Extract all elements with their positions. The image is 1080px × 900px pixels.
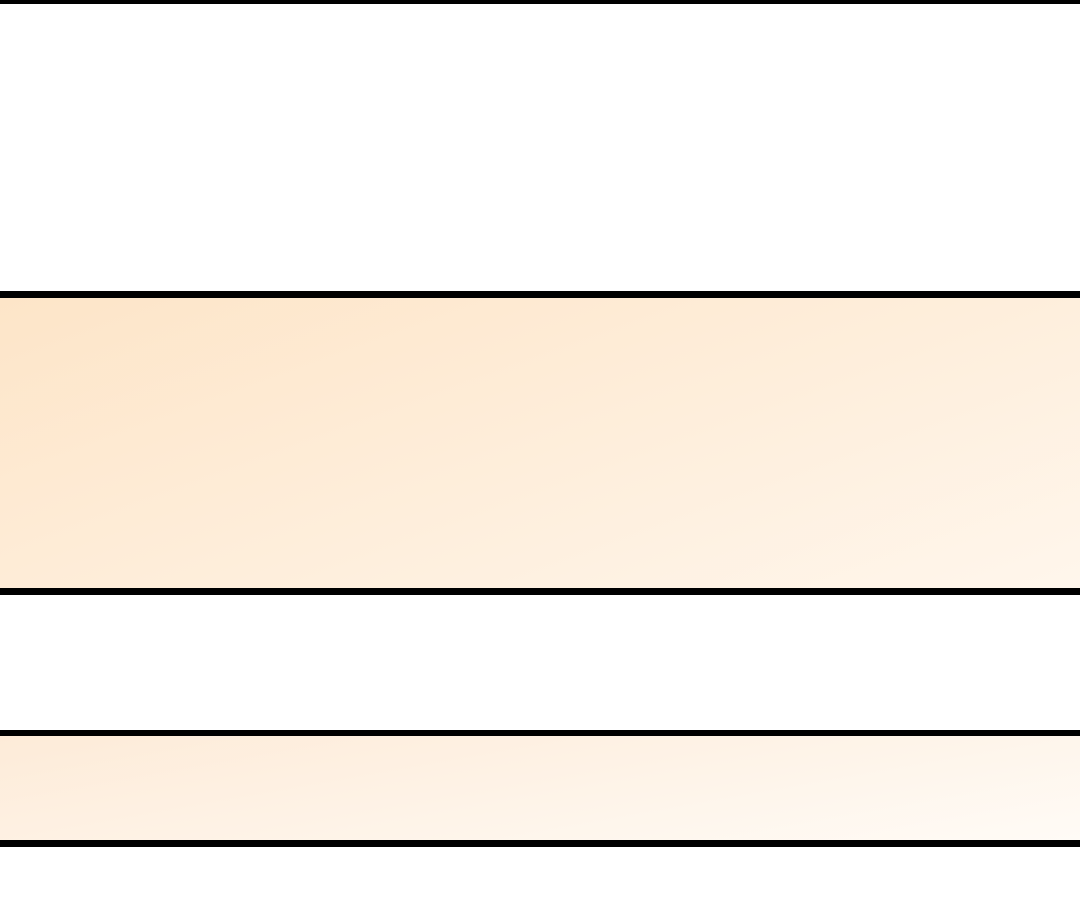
divider-small-band-bottom — [0, 840, 1080, 847]
divider-band-bottom — [0, 588, 1080, 595]
peach-band-small — [0, 736, 1080, 840]
peach-band-large — [0, 298, 1080, 588]
divider-small-band-top — [0, 730, 1080, 736]
divider-top — [0, 0, 1080, 4]
divider-band-top — [0, 291, 1080, 298]
